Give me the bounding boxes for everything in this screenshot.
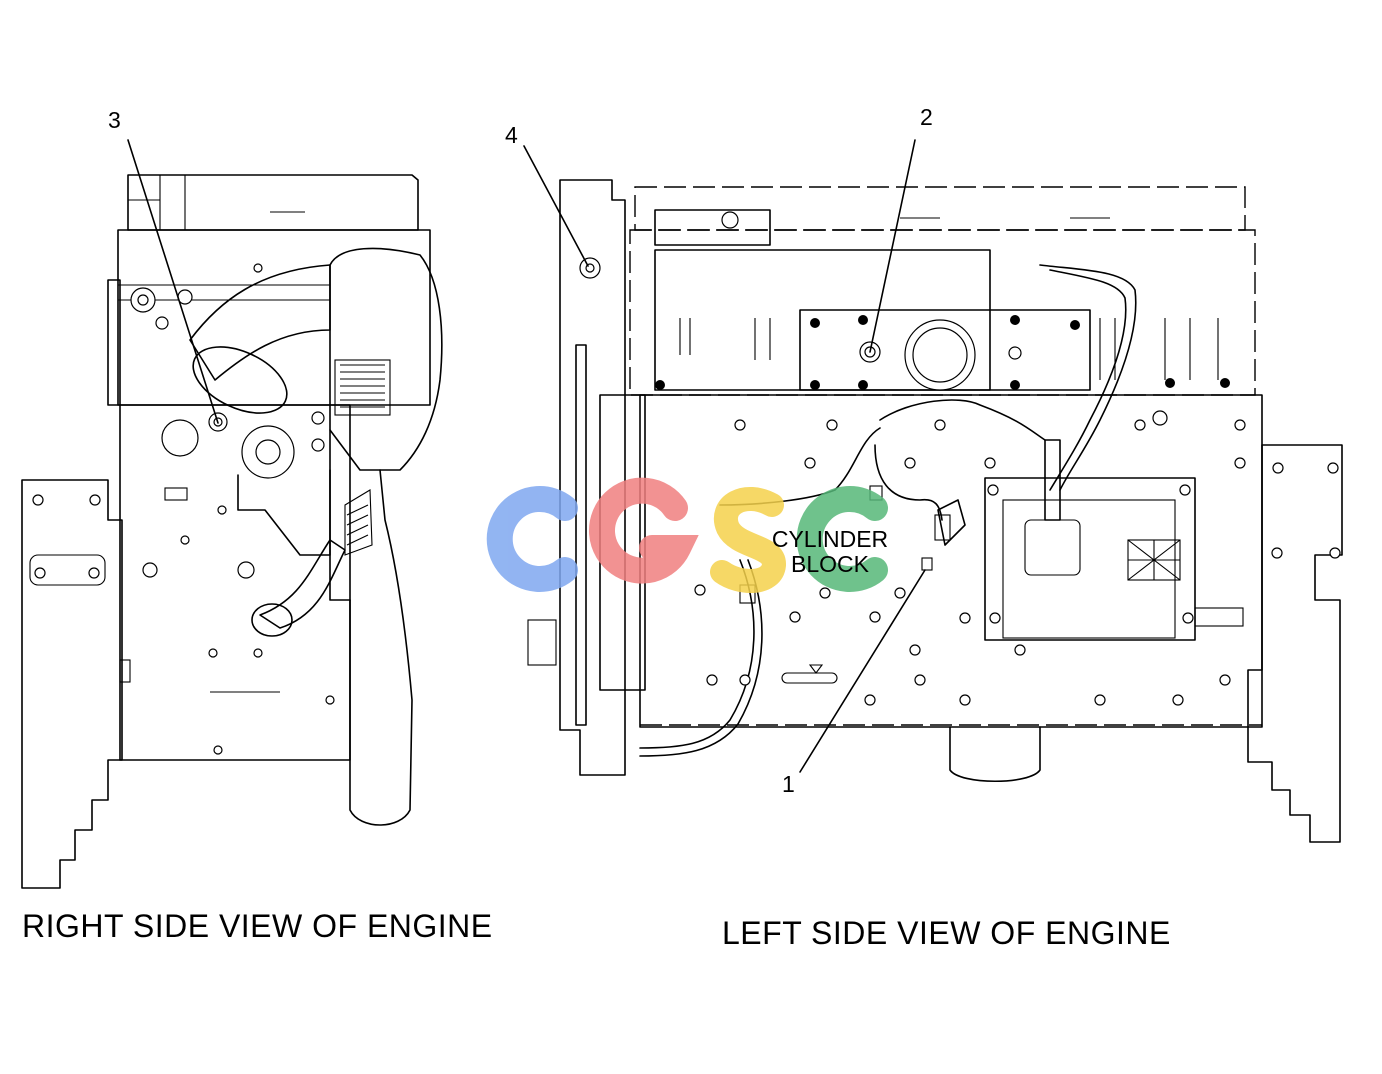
watermark-letter-c2	[796, 486, 888, 592]
watermark-letter-s	[710, 487, 786, 593]
callout-label-2: 2	[920, 104, 933, 130]
right-side-engine-view	[21, 174, 443, 889]
caption-right-side-view: RIGHT SIDE VIEW OF ENGINE	[22, 908, 493, 944]
watermark-letter-g	[589, 477, 699, 584]
cylinder-block-label-line1: CYLINDER	[772, 526, 888, 552]
callout-label-1: 1	[782, 771, 795, 797]
watermark-letter-c1	[486, 486, 578, 592]
callout-leaders	[127, 139, 926, 773]
caption-left-side-view: LEFT SIDE VIEW OF ENGINE	[722, 915, 1171, 951]
cylinder-block-label-line2: BLOCK	[791, 551, 870, 577]
callout-label-4: 4	[505, 122, 518, 148]
callout-label-3: 3	[108, 107, 121, 133]
watermark-logo	[486, 477, 888, 593]
